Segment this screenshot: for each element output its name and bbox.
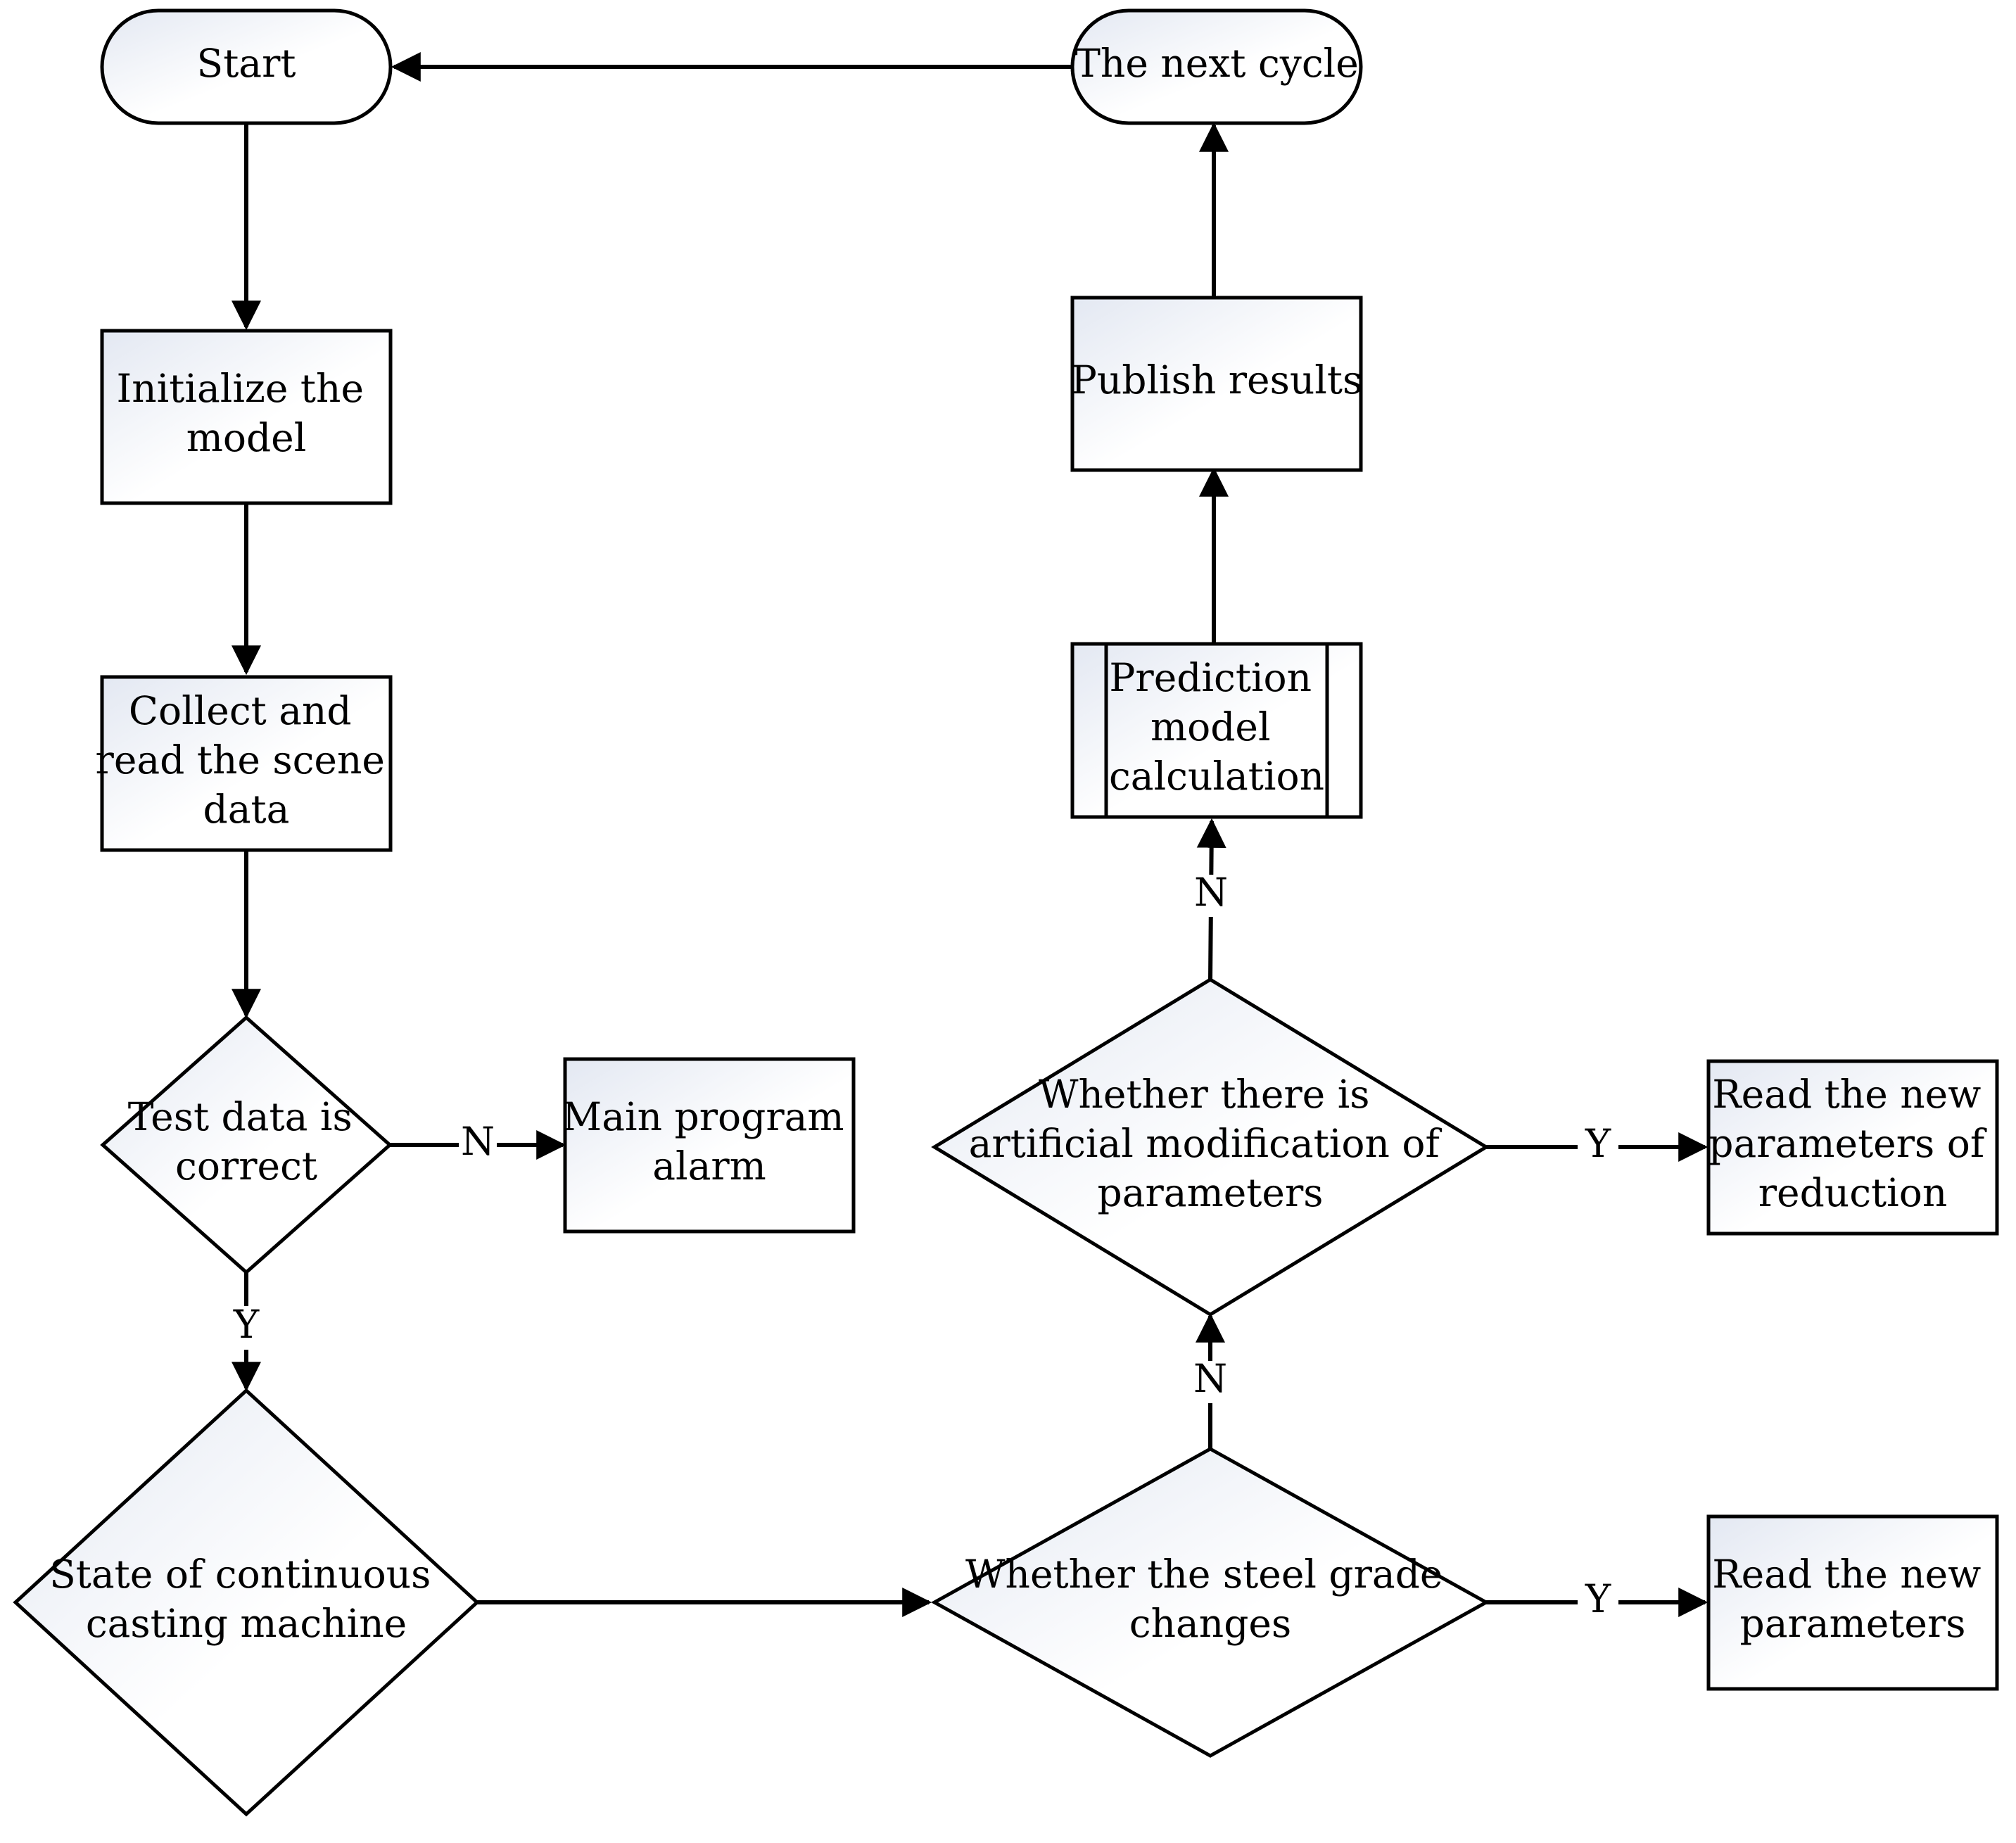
node-publish-results: Publish results xyxy=(1070,296,1363,472)
node-read-new-parameters: Read the new parameters xyxy=(1706,1514,1999,1691)
node-steel-grade-decision: Whether the steel grade changes xyxy=(930,1447,1490,1758)
node-prediction-model: Prediction model calculation xyxy=(1070,642,1363,819)
node-start: Start xyxy=(100,8,393,125)
edge-label-artificial-to-prediction: N xyxy=(1194,870,1228,915)
svg-text:State of continuous cast: State of continuous casting machine xyxy=(49,1552,443,1646)
edge-label-steel-to-artificial: N xyxy=(1193,1356,1227,1401)
svg-text:Whether there is artific: Whether there is artificial modification… xyxy=(969,1072,1452,1215)
edge-label-test-to-alarm: N xyxy=(461,1119,495,1164)
node-casting-machine-state-decision: State of continuous casting machine xyxy=(13,1388,480,1817)
svg-text:Initialize the model: Initialize the model xyxy=(117,366,376,460)
node-read-reduction-parameters: Read the new parameters of reduction xyxy=(1706,1059,1999,1236)
edge-label-steel-to-params: Y xyxy=(1585,1576,1611,1621)
node-test-data-decision: Test data is correct xyxy=(100,1015,393,1275)
edge-label-test-to-state: Y xyxy=(233,1302,260,1347)
node-collect-data: Collect and read the scene data xyxy=(96,675,398,852)
svg-text:The next cycle: The next cycle xyxy=(1074,41,1359,86)
node-main-program-alarm: Main program alarm xyxy=(562,1057,856,1234)
node-artificial-modification-decision: Whether there is artificial modification… xyxy=(931,977,1490,1317)
edge-label-artificial-to-reduction: Y xyxy=(1585,1121,1611,1166)
svg-text:Start: Start xyxy=(197,41,296,86)
svg-text:Main program alarm: Main program alarm xyxy=(562,1094,856,1189)
svg-text:Test data is correct: Test data is correct xyxy=(128,1094,364,1189)
node-next-cycle: The next cycle xyxy=(1070,8,1363,125)
svg-text:Read the new parameters: Read the new parameters xyxy=(1712,1552,1993,1646)
svg-text:Read the new parameters: Read the new parameters of reduction xyxy=(1708,1072,1996,1215)
node-initialize-model: Initialize the model xyxy=(100,329,393,505)
svg-text:Publish results: Publish results xyxy=(1071,357,1362,403)
svg-text:Prediction model c: Prediction model calculation xyxy=(1109,655,1324,799)
svg-text:Collect and read the sce: Collect and read the scene data xyxy=(96,688,398,832)
svg-text:Whether the steel grade: Whether the steel grade changes xyxy=(965,1552,1455,1646)
